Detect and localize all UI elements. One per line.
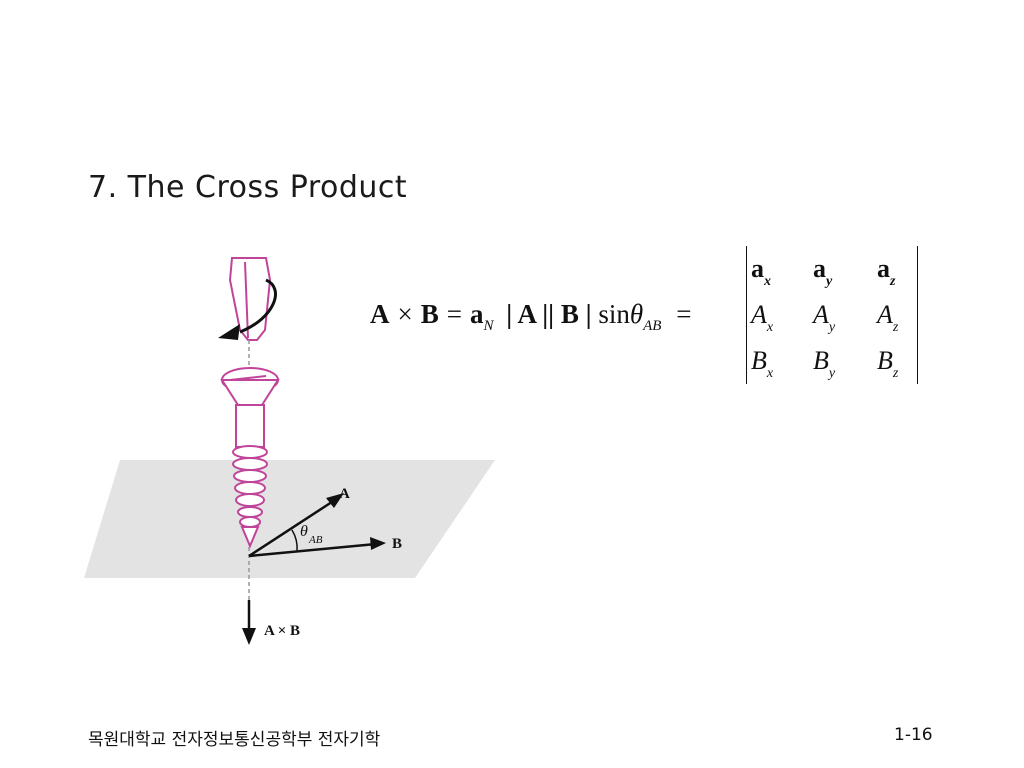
cross-product-arrowhead — [242, 628, 256, 645]
unit-vector-normal: a — [469, 299, 484, 329]
unit-vector-normal-sub: N — [483, 318, 494, 334]
label-theta: θ — [300, 523, 308, 540]
det-cell: ay — [813, 254, 833, 289]
formula-lhs: A×B=aN | A || B | sinθAB = — [370, 296, 699, 337]
times-operator: × — [397, 299, 413, 329]
equals-operator-2: = — [676, 299, 692, 329]
right-hand-screw-figure: A B θ AB A × B — [80, 240, 520, 660]
det-cell: Ax — [751, 300, 774, 335]
screw-icon — [220, 367, 280, 549]
rotation-arrow-icon — [239, 278, 277, 334]
footer-course: 목원대학교 전자정보통신공학부 전자기학 — [88, 730, 381, 750]
sin-function: sin — [598, 299, 630, 329]
symbol-b: B — [420, 299, 439, 329]
label-theta-sub: AB — [308, 534, 323, 546]
magnitude-b: | B | — [548, 299, 592, 329]
label-cross-product: A × B — [264, 623, 300, 639]
det-cell: az — [877, 254, 896, 289]
equals-operator: = — [446, 299, 462, 329]
symbol-a: A — [370, 299, 390, 329]
cross-product-formula: A×B=aN | A || B | sinθAB = ax ay az Ax A… — [370, 240, 930, 390]
vector-b-arrowhead — [370, 537, 386, 550]
label-vector-b: B — [392, 536, 402, 552]
theta-symbol: θ — [629, 299, 644, 329]
theta-sub: AB — [643, 318, 662, 334]
det-cell: Ay — [813, 300, 836, 335]
determinant: ax ay az Ax Ay Az Bx By Bz — [746, 246, 918, 384]
label-vector-a: A — [339, 486, 350, 502]
slide-title: 7. The Cross Product — [88, 170, 408, 205]
plane — [84, 460, 495, 578]
det-cell: By — [813, 346, 836, 381]
det-cell: ax — [751, 254, 771, 289]
det-cell: Bx — [751, 346, 774, 381]
vector-a-arrowhead — [326, 493, 344, 508]
footer-page-number: 1-16 — [894, 725, 933, 745]
det-cell: Bz — [877, 346, 899, 381]
magnitude-a: | A | — [506, 299, 549, 329]
det-cell: Az — [877, 300, 899, 335]
